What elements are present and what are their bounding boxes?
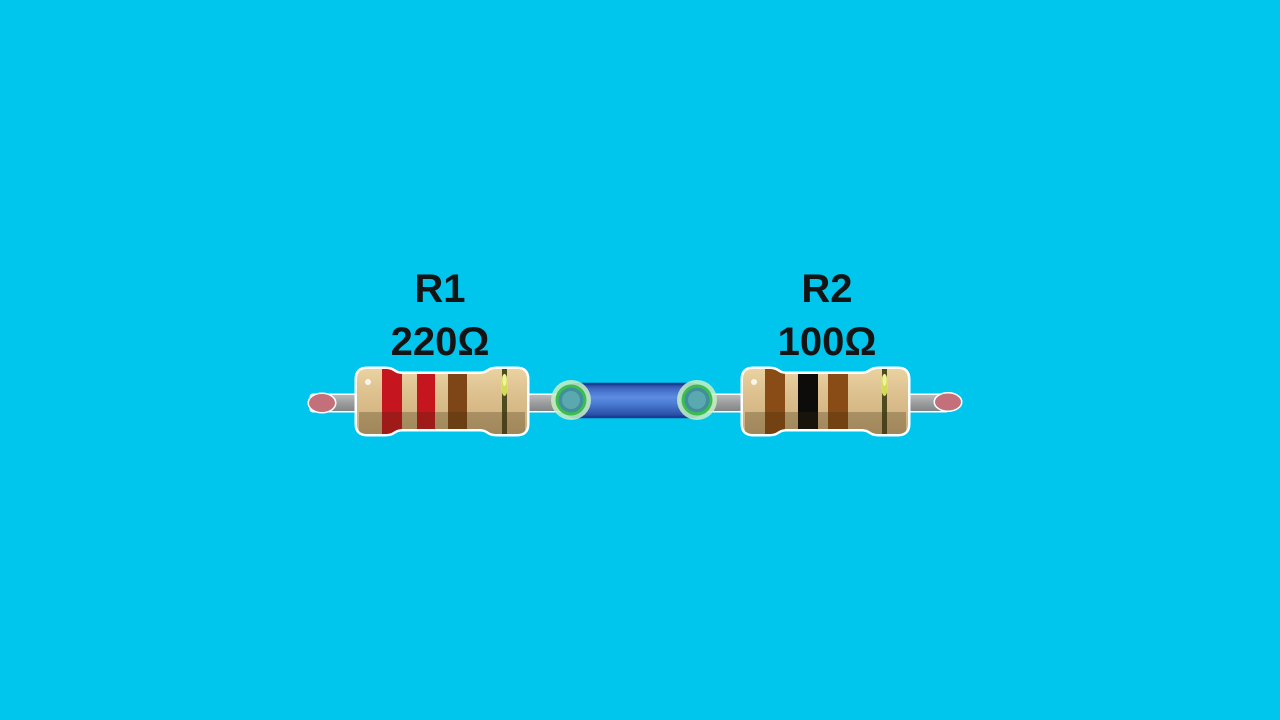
resistor-r1-band-3	[448, 369, 467, 434]
resistor-r1-band-2	[417, 369, 435, 434]
resistor-r1-label: R1 220Ω	[330, 263, 550, 369]
resistor-r2-band-4-gold	[882, 369, 887, 434]
resistor-r2-band-1	[765, 369, 785, 434]
wire-terminal-left[interactable]	[551, 380, 591, 420]
resistor-r1[interactable]	[354, 366, 530, 437]
resistor-r2-highlight-dot	[751, 379, 757, 385]
resistor-r1-value: 220Ω	[390, 320, 490, 364]
circuit-terminal-left[interactable]	[307, 392, 337, 414]
resistor-r2[interactable]	[740, 366, 911, 437]
resistor-r1-highlight-dot	[365, 379, 371, 385]
circuit-terminal-right[interactable]	[933, 392, 963, 412]
resistor-r2-label: R2 100Ω	[717, 263, 937, 369]
jumper-wire[interactable]	[551, 380, 717, 420]
resistor-r1-band-4-gold	[502, 369, 507, 434]
resistor-r1-name: R1	[414, 267, 466, 311]
resistor-r2-value: 100Ω	[777, 320, 877, 364]
resistor-r2-name: R2	[801, 267, 853, 311]
resistor-r2-band-2	[798, 369, 818, 434]
resistor-r2-shadow	[745, 412, 906, 434]
resistor-r1-shadow	[359, 412, 525, 434]
resistor-r1-band-1	[382, 369, 402, 434]
resistor-r1-gold-glint-core	[502, 374, 507, 386]
wire-terminal-left-highlight	[562, 391, 580, 409]
resistor-r2-gold-glint-core	[882, 374, 887, 386]
resistor-r2-band-3	[828, 369, 848, 434]
wire-terminal-right-highlight	[688, 391, 706, 409]
wire-terminal-right[interactable]	[677, 380, 717, 420]
